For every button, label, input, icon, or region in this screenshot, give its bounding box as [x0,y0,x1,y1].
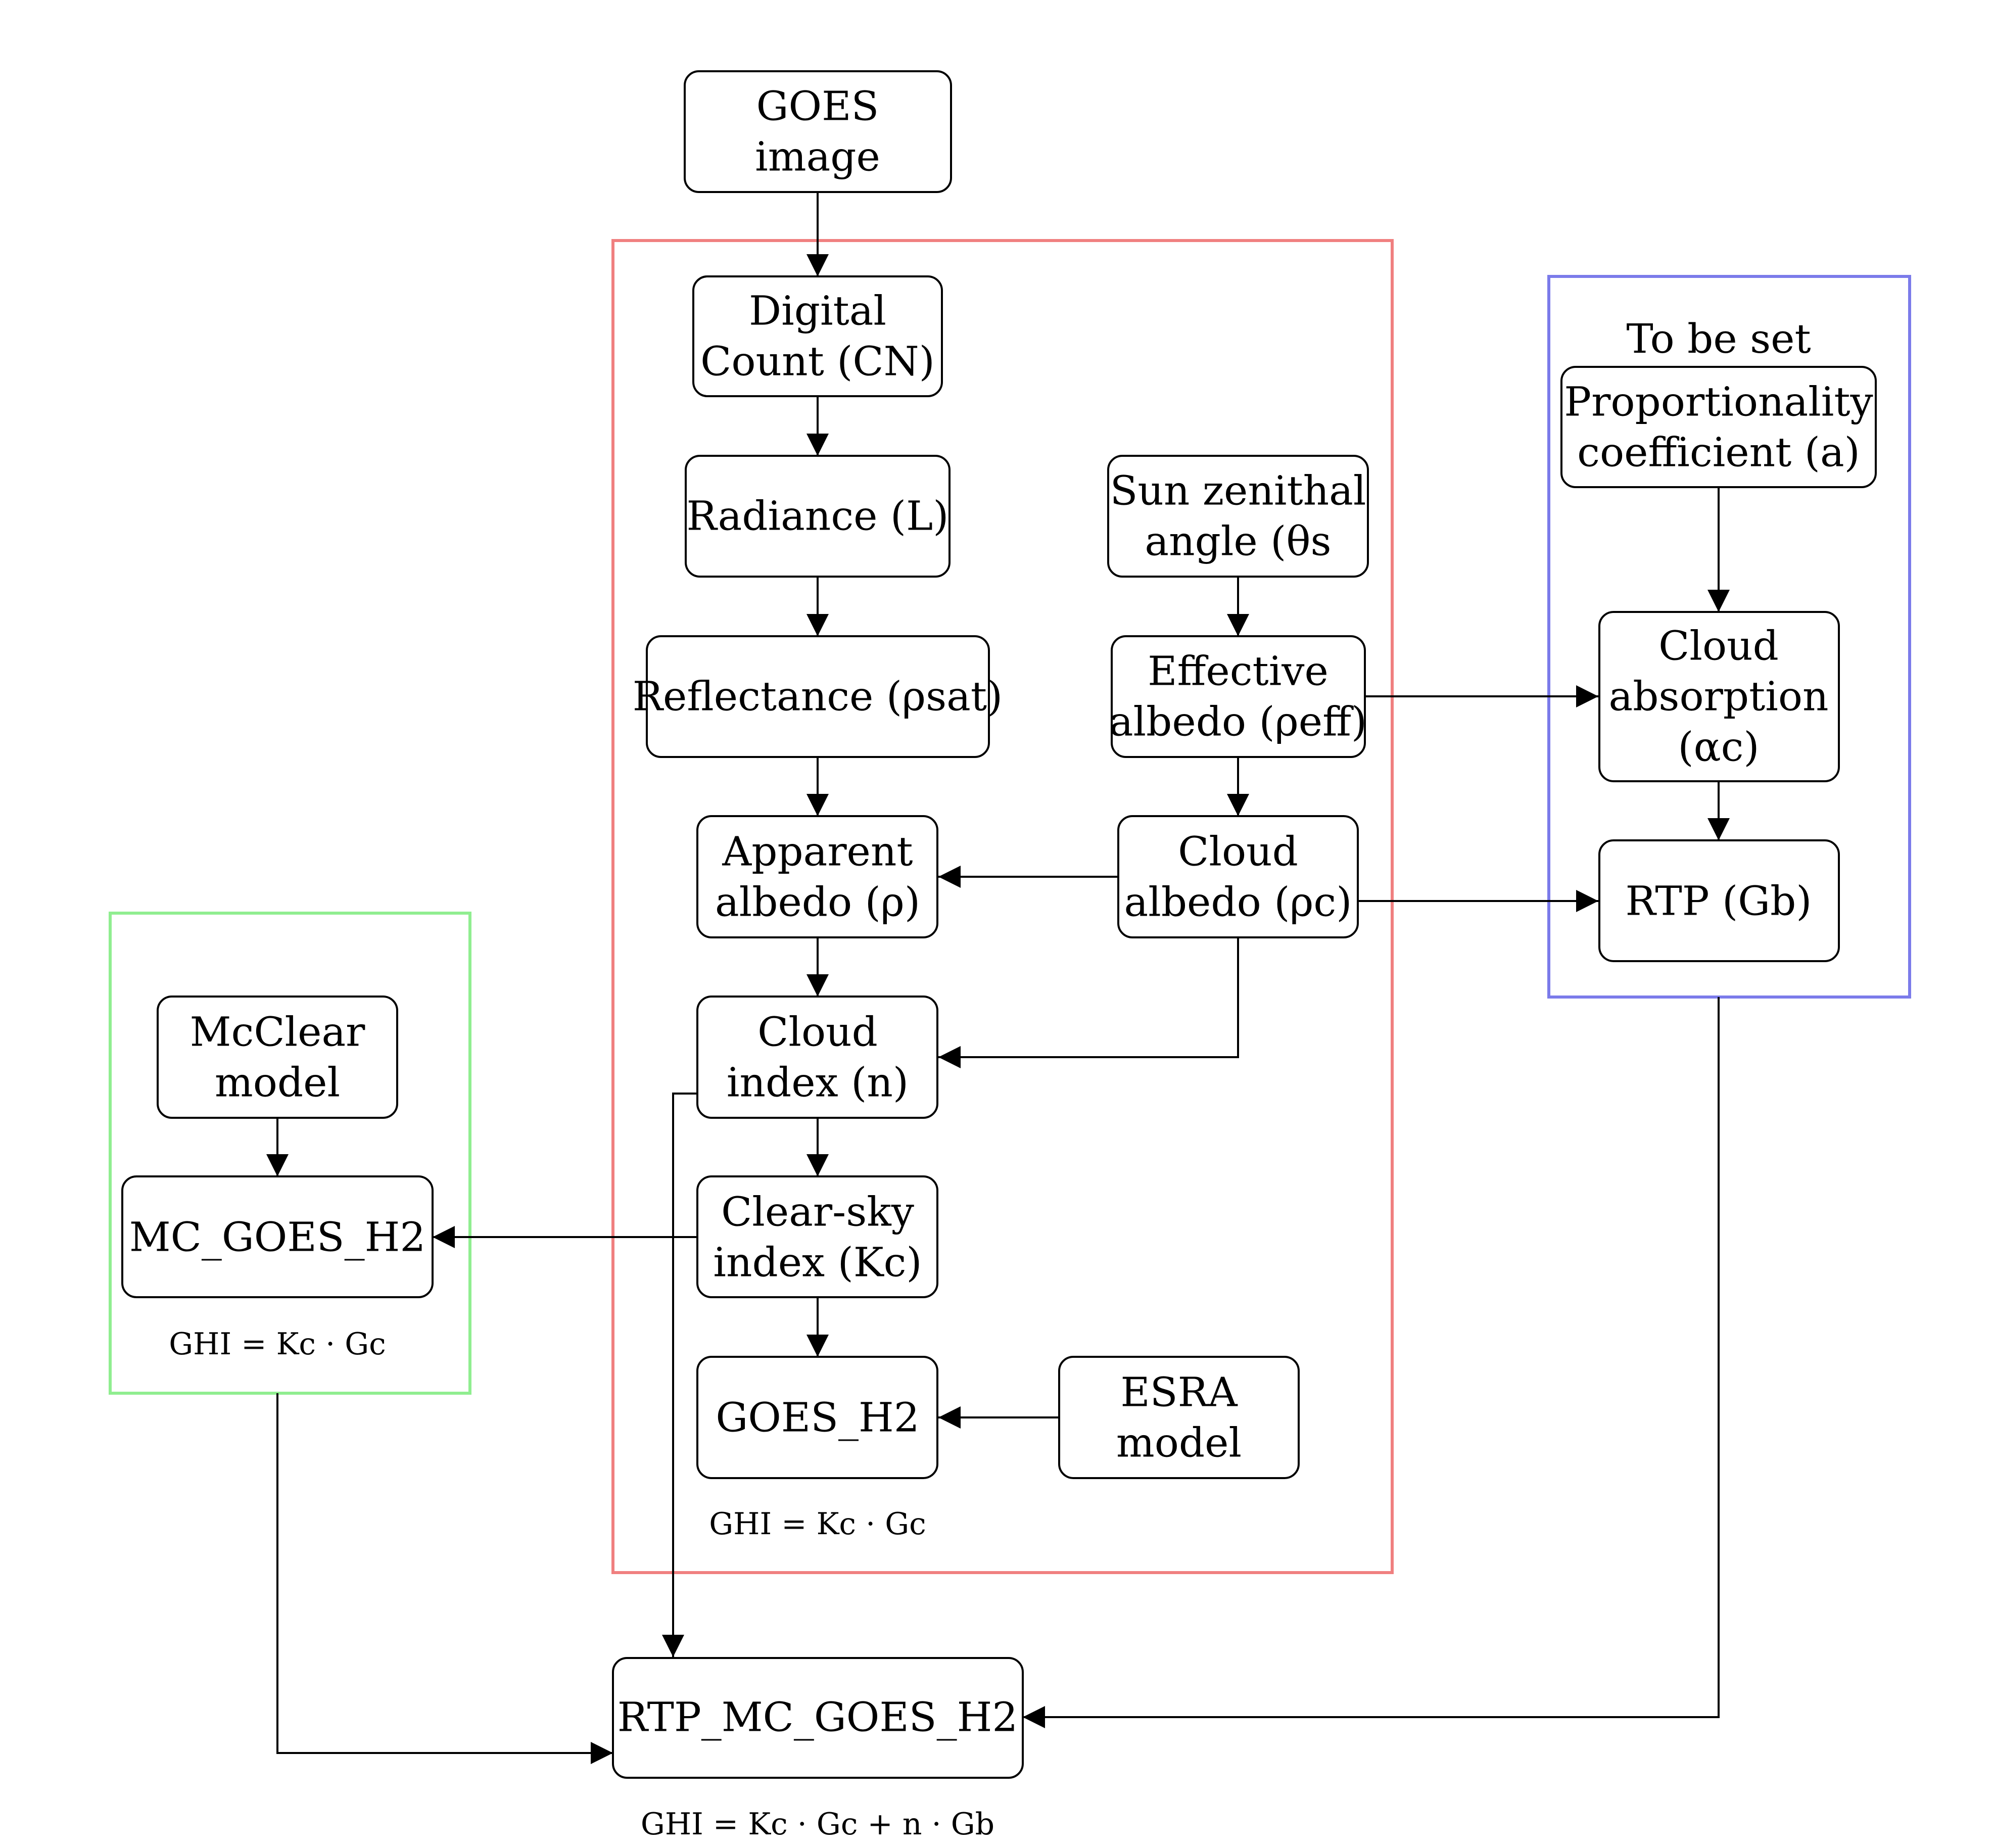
goes-image-label-line-1: GOES [756,83,879,130]
equation-red-text: GHI = Kc · Gc [709,1506,926,1542]
sun-zenith-label-line-2: angle (θs [1145,518,1331,565]
equation-green-text: GHI = Kc · Gc [169,1326,386,1362]
cloud-albedo-label-line-2: albedo (ρc) [1124,879,1352,926]
apparent-albedo-label-line-2: albedo (ρ) [715,879,920,926]
effective-albedo-label-line-2: albedo (ρeff) [1109,698,1367,745]
sun-zenith-label-line-1: Sun zenithal [1110,467,1366,514]
equation-final-text: GHI = Kc · Gc + n · Gb [641,1807,994,1842]
equation-red: GHI = Kc · Gc [709,1506,926,1542]
edges [266,192,1730,1764]
edge-rtp-group-to-final [1023,997,1720,1728]
equation-final: GHI = Kc · Gc + n · Gb [641,1807,994,1842]
rtp-label-line-1: RTP (Gb) [1626,878,1812,925]
cloud-index-label-line-1: Cloud [757,1009,878,1056]
esra-label-line-1: ESRA [1120,1369,1238,1416]
digital-count-label-line-2: Count (CN) [700,338,935,385]
reflectance-node: Reflectance (ρsat) [633,635,1003,758]
goes-h2-label-line-1: GOES_H2 [716,1394,919,1441]
effective-albedo-label-line-1: Effective [1148,648,1328,695]
mcclear-label-line-2: model [215,1059,340,1106]
cloud-absorption-label-line-2: absorption [1609,673,1829,720]
cloud-absorption-label-line-1: Cloud [1658,623,1779,670]
proportionality-label-line-2: coefficient (a) [1577,429,1860,476]
cloud-absorption-label-line-3: (αc) [1678,724,1759,771]
cloud-index-label-line-2: index (n) [727,1059,909,1106]
rtp-mc-goes-h2-node: RTP_MC_GOES_H2 [612,1657,1024,1779]
reflectance-label-line-1: Reflectance (ρsat) [633,673,1003,720]
blue-group-title: To be set [1626,315,1811,362]
clear-sky-index-label-line-2: index (Kc) [713,1239,922,1286]
proportionality-label-line-1: Proportionality [1564,378,1873,425]
rtp-node: RTP (Gb) [1598,839,1840,962]
digital-count-label-line-1: Digital [749,288,886,335]
radiance-node: Radiance (L) [685,455,951,578]
mc-goes-h2-label-line-1: MC_GOES_H2 [129,1214,425,1261]
edge-mc-goes-h2-group-to-final [276,1393,613,1764]
rtp-mc-goes-h2-label-line-1: RTP_MC_GOES_H2 [618,1694,1018,1741]
equation-green: GHI = Kc · Gc [169,1326,386,1362]
blue-group-frame [1547,275,1911,999]
clear-sky-index-label-line-1: Clear-sky [721,1189,914,1236]
goes-image-label-line-2: image [755,133,880,180]
goes-h2-node: GOES_H2 [696,1356,938,1479]
apparent-albedo-label-line-1: Apparent [722,828,913,875]
cloud-albedo-label-line-1: Cloud [1178,828,1298,875]
mcclear-label-line-1: McClear [190,1009,366,1056]
esra-label-line-2: model [1116,1419,1242,1466]
radiance-label-line-1: Radiance (L) [687,493,949,540]
green-group-frame [109,912,471,1395]
edge-cloud-albedo-to-cloud-index [938,937,1239,1068]
red-group-frame [611,239,1394,1574]
mc-goes-h2-node: MC_GOES_H2 [121,1175,434,1298]
edge-cloud-index-to-final [662,1093,697,1657]
